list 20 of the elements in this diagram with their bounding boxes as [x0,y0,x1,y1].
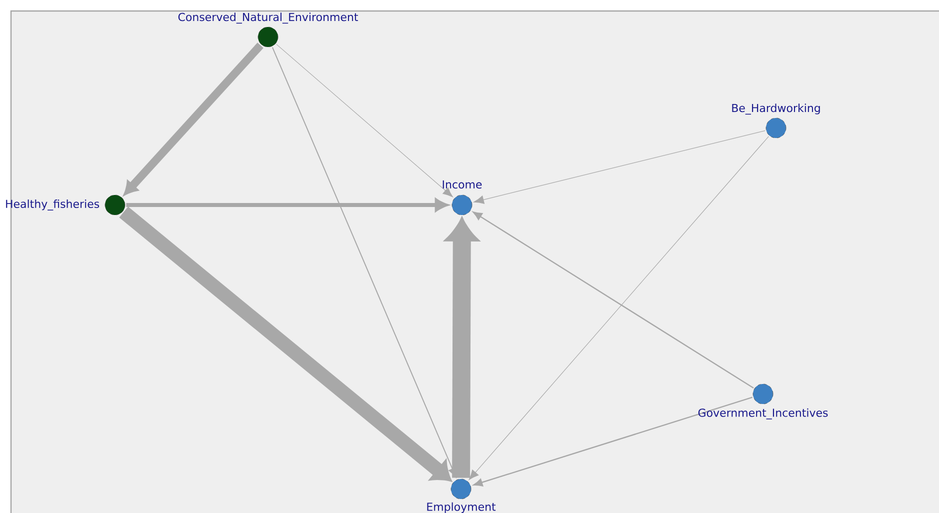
node-label: Conserved_Natural_Environment [178,12,358,24]
node-circle [766,118,786,138]
node-label: Government_Incentives [698,408,828,420]
node-label: Healthy_fisheries [6,200,100,210]
arrow [474,130,766,204]
node-label: Income [442,180,482,189]
arrow [119,206,452,482]
arrow [468,136,769,480]
node-circle [752,384,774,404]
node-label: Employment [427,502,496,513]
node-circle [452,194,472,216]
arrow [272,46,456,478]
node-label: Be_Hardworking [732,104,820,115]
node-circle [104,194,126,216]
node-circle [450,478,472,500]
node-circle [258,26,278,48]
arrow [276,44,453,198]
arrow [472,212,754,389]
arrow [473,396,752,486]
arrow [124,42,264,195]
